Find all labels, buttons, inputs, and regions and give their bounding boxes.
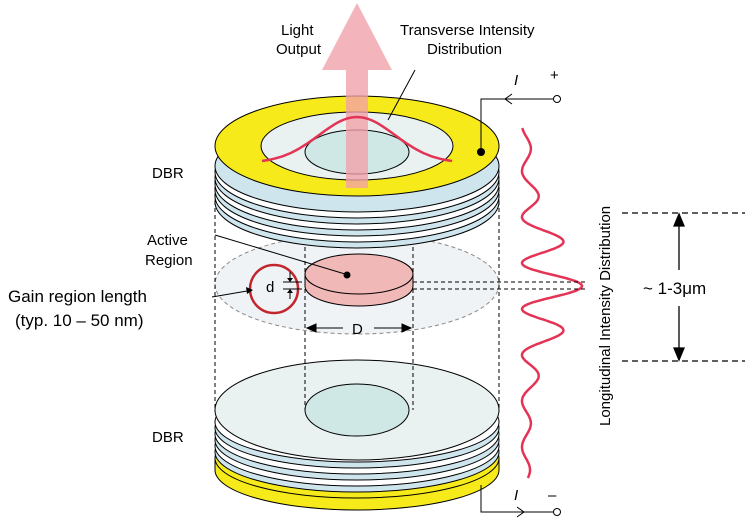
longitudinal-intensity-wave (520, 127, 584, 479)
active-leader (214, 234, 346, 275)
transverse-label-1: Transverse Intensity (400, 22, 535, 39)
active-region-group (214, 233, 500, 335)
longitudinal-label: Longitudinal Intensity Distribution (597, 206, 614, 426)
active-label-1: Active (147, 232, 188, 249)
active-dot (343, 271, 351, 279)
bottom-dbr (214, 359, 500, 511)
diameter-label: D (352, 321, 363, 338)
thickness-dimension (622, 212, 745, 362)
transverse-leader (387, 69, 416, 121)
gain-region-callout (211, 263, 302, 315)
current-bottom-label: I (514, 487, 518, 504)
minus-label: – (548, 487, 557, 504)
gain-region-label-2: (typ. 10 – 50 nm) (15, 311, 144, 330)
dbr-top-label: DBR (152, 165, 184, 182)
transverse-label-2: Distribution (427, 41, 502, 58)
active-label-2: Region (145, 252, 193, 269)
plus-label: + (550, 67, 559, 84)
active-disk (304, 253, 414, 295)
bottom-mirror-layers (214, 359, 500, 493)
top-electrical-connection (480, 93, 561, 152)
d-small-label: d (266, 279, 274, 296)
gain-region-label-1: Gain region length (8, 287, 147, 306)
active-to-wave-dashes (413, 281, 585, 290)
light-output-label-2: Output (276, 41, 322, 58)
bottom-aperture (304, 383, 410, 437)
diameter-dimension (305, 323, 413, 333)
current-top-label: I (514, 72, 518, 89)
transverse-intensity-curve (261, 115, 453, 163)
light-output-label-1: Light (281, 22, 314, 39)
light-output-beam (322, 3, 392, 188)
dbr-bottom-label: DBR (152, 429, 184, 446)
thickness-label: ~ 1-3μm (643, 279, 706, 298)
bottom-electrical-connection (480, 485, 561, 518)
